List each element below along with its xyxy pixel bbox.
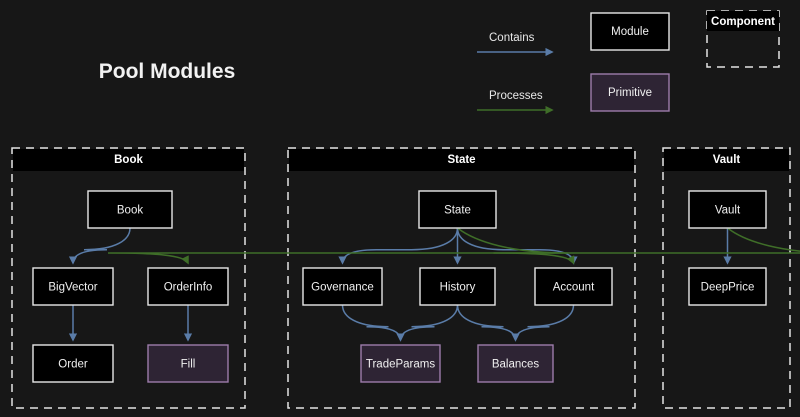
node-deepprice[interactable]: DeepPrice [689,268,766,305]
node-label: Book [117,205,143,217]
node-label: Balances [492,359,540,371]
edge-history-to-balances [458,305,516,340]
page-title: Pool Modules [99,60,236,83]
legend-processes-label: Processes [489,90,543,102]
node-label: Vault [715,205,741,217]
edge-vault-to-account [494,228,800,263]
legend-primitive-label: Primitive [608,87,652,99]
cluster-title: Book [114,154,143,166]
legend-contains-label: Contains [489,32,535,44]
node-label: DeepPrice [701,282,755,294]
edge-book-to-bigvector [73,228,130,263]
node-order[interactable]: Order [33,345,113,382]
node-state[interactable]: State [419,191,496,228]
node-fill[interactable]: Fill [148,345,228,382]
node-label: Fill [181,359,196,371]
node-label: Account [553,282,595,294]
nodes-layer: BookBigVector OrderInfoOrder Fill StateGove… [33,191,766,382]
node-label: Order [58,359,88,371]
node-balances[interactable]: Balances [478,345,553,382]
edge-state-to-governance [343,228,458,263]
node-label: BigVector [48,282,97,294]
node-bigvector[interactable]: BigVector [33,268,113,305]
node-account[interactable]: Account [535,268,612,305]
node-orderinfo[interactable]: OrderInfo [148,268,228,305]
edge-history-to-tradeparams [401,305,458,340]
node-label: State [444,205,471,217]
node-label: OrderInfo [164,282,213,294]
node-label: TradeParams [366,359,435,371]
node-label: Governance [311,282,374,294]
edge-account-to-balances [516,305,574,340]
edge-governance-to-tradeparams [343,305,401,340]
legend-component-label: Component [711,16,775,28]
edge-state-to-orderinfo [108,228,568,263]
node-book[interactable]: Book [88,191,172,228]
node-vault[interactable]: Vault [689,191,766,228]
edge-state-to-account [458,228,574,263]
cluster-title: State [447,154,475,166]
node-label: History [440,282,476,294]
cluster-title: Vault [713,154,741,166]
node-history[interactable]: History [420,268,495,305]
node-tradeparams[interactable]: TradeParams [361,345,440,382]
legend-module-label: Module [611,26,649,38]
node-governance[interactable]: Governance [303,268,382,305]
